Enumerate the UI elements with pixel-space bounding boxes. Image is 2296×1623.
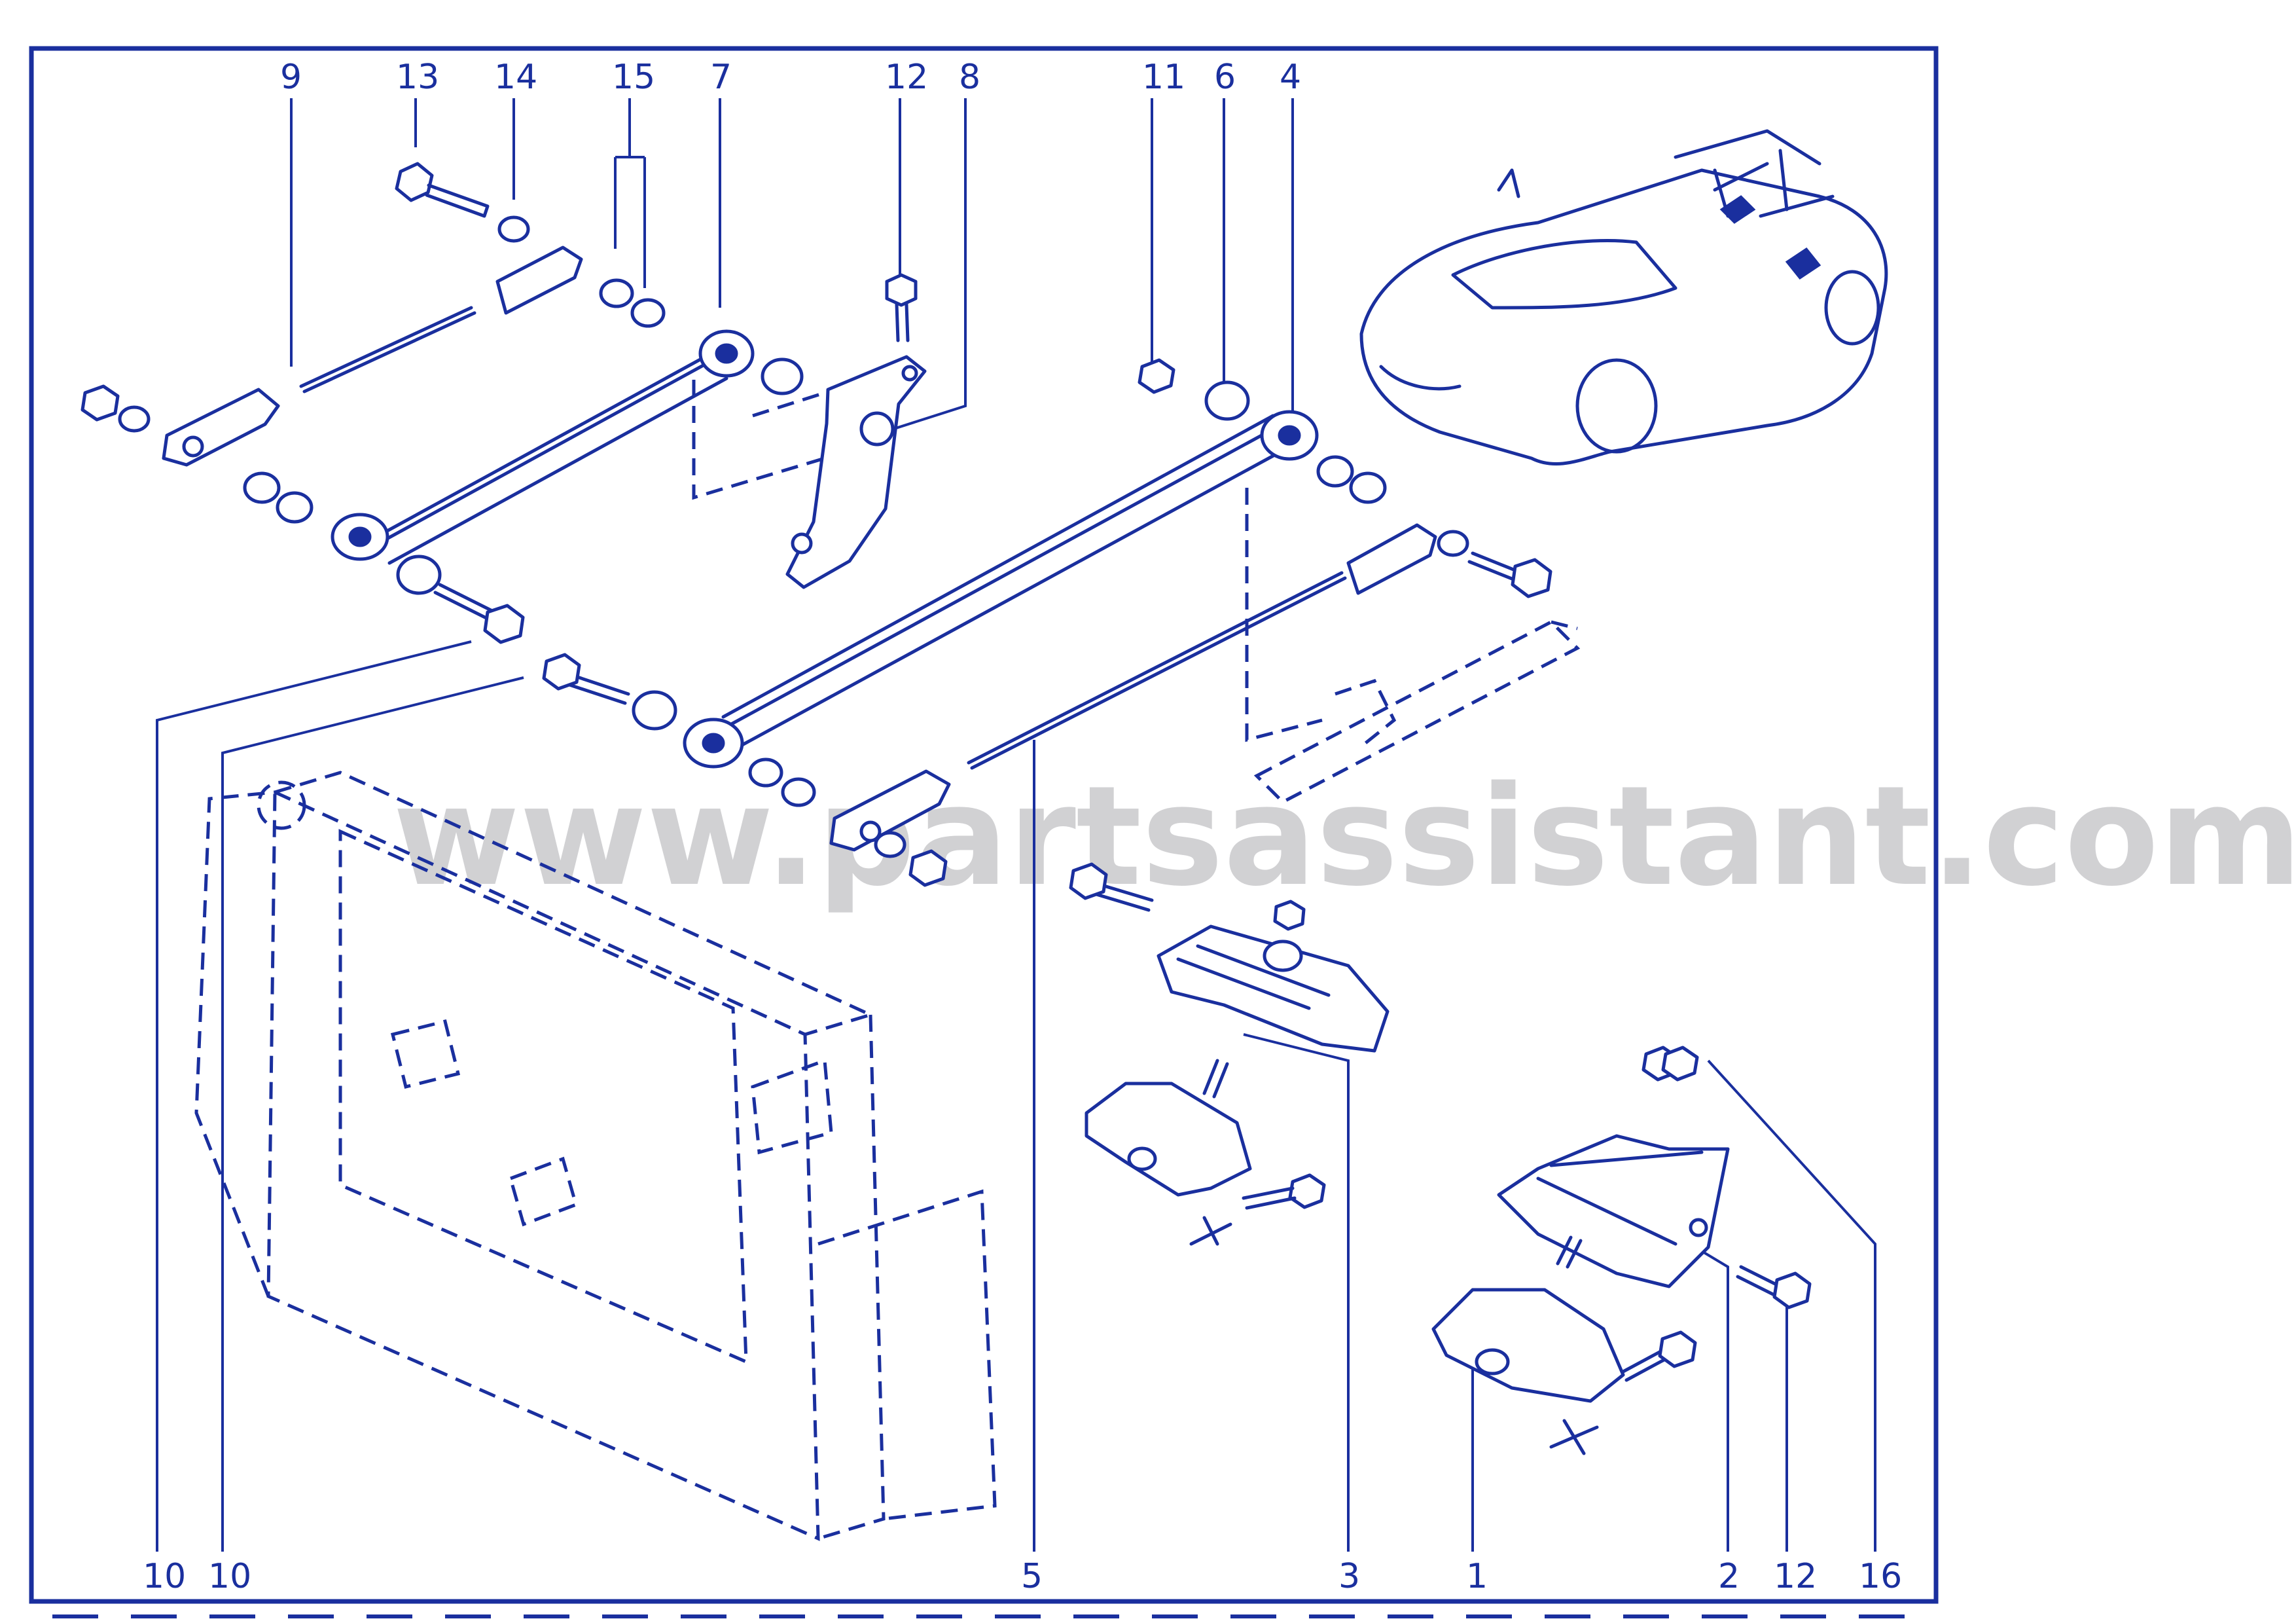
car-highlight-mount-a bbox=[1719, 195, 1756, 224]
mount-1 bbox=[1431, 1235, 1697, 1455]
washer-arm4-left-a bbox=[748, 757, 783, 788]
callout-10-b: 10 bbox=[208, 1557, 251, 1596]
washer-rod5 bbox=[1437, 530, 1469, 557]
washer-arm4-b bbox=[1349, 471, 1387, 504]
bolt-head-arm-left bbox=[483, 604, 525, 644]
washer-14 bbox=[497, 215, 530, 243]
washer-left bbox=[118, 405, 151, 433]
leader-lines bbox=[156, 98, 1876, 1552]
bolt-12-top bbox=[885, 273, 918, 342]
nut-16 bbox=[1661, 1046, 1699, 1082]
bushing-arm-left bbox=[396, 555, 442, 595]
bushing-6 bbox=[1204, 380, 1250, 421]
washer-arm4-a bbox=[1316, 455, 1354, 488]
chassis-subframe bbox=[194, 771, 997, 1541]
washer-15-a bbox=[599, 278, 634, 308]
diagram-frame bbox=[29, 46, 1939, 1604]
bottom-strip bbox=[52, 1614, 1905, 1618]
bolt-13 bbox=[395, 162, 490, 218]
callout-5: 5 bbox=[1021, 1557, 1043, 1596]
callout-7: 7 bbox=[710, 58, 732, 97]
callout-12-top: 12 bbox=[885, 58, 928, 97]
callout-6: 6 bbox=[1214, 58, 1236, 97]
washer-arm-left-b bbox=[276, 491, 314, 524]
nut-11 bbox=[1138, 358, 1175, 394]
callouts-bottom: 10 10 5 3 1 2 12 16 bbox=[143, 1557, 1902, 1596]
bushing-upper-right bbox=[761, 357, 804, 395]
watermark: www.partsassistant.com bbox=[393, 756, 2296, 917]
callout-4: 4 bbox=[1280, 58, 1301, 97]
washer-arm4-left-b bbox=[781, 777, 816, 807]
rear-rail-outline bbox=[1245, 488, 1581, 805]
callout-12-bottom: 12 bbox=[1774, 1557, 1817, 1596]
callout-11: 11 bbox=[1142, 58, 1185, 97]
guide-bushing bbox=[752, 391, 825, 418]
arm-4 bbox=[683, 410, 1319, 769]
tie-rod-9 bbox=[162, 246, 583, 467]
nut-left bbox=[81, 384, 120, 422]
callout-9: 9 bbox=[280, 58, 302, 97]
callout-2: 2 bbox=[1718, 1557, 1740, 1596]
callout-8: 8 bbox=[959, 58, 980, 97]
car-highlight-mount-b bbox=[1785, 247, 1821, 280]
bracket-8 bbox=[785, 355, 927, 589]
washer-rod5-end bbox=[874, 831, 906, 858]
washer-15-b bbox=[630, 298, 666, 328]
bushing-arm4-left bbox=[632, 690, 677, 731]
bolt-arm-left bbox=[433, 583, 494, 621]
nut-rod5-end bbox=[908, 849, 948, 887]
mount-3-rubber bbox=[1085, 1059, 1326, 1246]
bolt-head-arm4-left bbox=[542, 653, 581, 691]
washer-arm-left-a bbox=[243, 471, 281, 504]
callout-15: 15 bbox=[612, 58, 655, 97]
bolt-arm4-left bbox=[564, 672, 630, 705]
mount-3 bbox=[1069, 862, 1390, 1053]
callouts-top: 9 13 14 15 7 12 8 11 6 4 bbox=[280, 58, 1301, 97]
callout-10-a: 10 bbox=[143, 1557, 186, 1596]
callout-13: 13 bbox=[396, 58, 439, 97]
callout-14: 14 bbox=[494, 58, 537, 97]
bolt-head-rod5 bbox=[1511, 558, 1552, 598]
mount-2 bbox=[1497, 1046, 1812, 1309]
guide-arm-7 bbox=[692, 380, 825, 500]
callout-1: 1 bbox=[1466, 1557, 1488, 1596]
car-thumbnail bbox=[1359, 129, 1888, 466]
callout-16: 16 bbox=[1859, 1557, 1902, 1596]
lower-arm-group bbox=[542, 358, 1581, 887]
tie-rod-5 bbox=[829, 523, 1437, 852]
arm-7 bbox=[331, 329, 755, 565]
callout-3: 3 bbox=[1338, 1557, 1360, 1596]
upper-arm-group bbox=[81, 162, 927, 644]
